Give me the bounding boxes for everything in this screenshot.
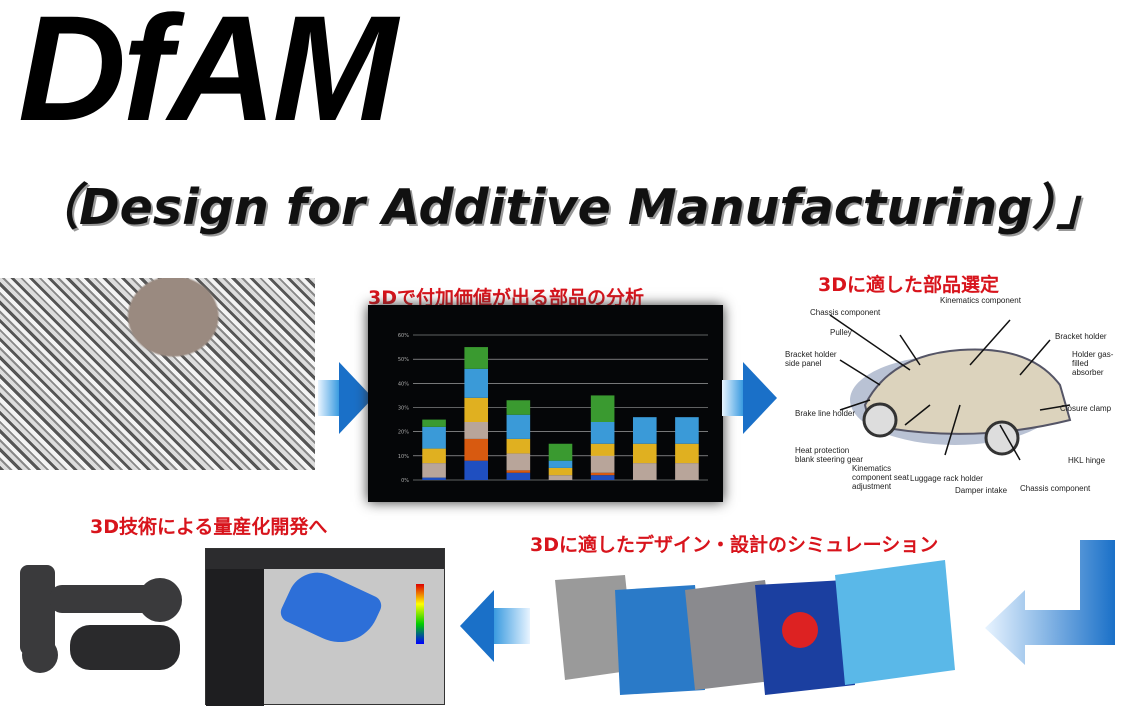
y-tick-label: 50% [398, 357, 409, 363]
car-label: Pulley [830, 328, 852, 337]
bar-segment-blue [422, 477, 446, 480]
arrow-right-icon [318, 362, 373, 434]
bar-segment-yellow [632, 443, 657, 464]
y-tick-label: 20% [398, 430, 409, 436]
bar-segment-tan [548, 475, 573, 480]
main-title: DfAM [18, 0, 398, 152]
bar-segment-green [590, 395, 615, 422]
arrow-right-icon [722, 362, 777, 434]
car-label: Bracket holder side panel [785, 350, 837, 368]
bar-segment-lightblue [506, 414, 531, 439]
bar-segment-lightblue [590, 422, 615, 444]
car-label: Luggage rack holder [910, 474, 983, 483]
bar-segment-lightblue [675, 417, 699, 444]
car-label: Chassis component [810, 308, 881, 317]
car-label: Damper intake [955, 486, 1008, 495]
bar-segment-orange [506, 470, 531, 473]
bar-segment-tan [675, 463, 699, 480]
bar-segment-yellow [675, 443, 699, 464]
car-parts-photo [0, 278, 315, 470]
bar-segment-blue [590, 475, 615, 480]
bar-segment-blue [464, 460, 489, 480]
simulation-images [545, 560, 990, 702]
bar-segment-yellow [506, 438, 531, 454]
step-production-title: 3D技術による量産化開発へ [90, 516, 328, 538]
bar-segment-tan [464, 422, 489, 439]
stacked-bar-chart: 0% 10% 20% 30% 40% 50% 60% [368, 305, 723, 502]
y-tick-label: 10% [398, 454, 409, 460]
printed-parts-photo [0, 545, 200, 703]
y-tick-label: 40% [398, 381, 409, 387]
bar-segment-green [548, 443, 573, 461]
car-label: Brake line holder [795, 409, 856, 418]
bar-segment-blue [506, 472, 531, 480]
y-tick-label: 0% [401, 478, 409, 484]
car-label: Heat protection blank steering gear [795, 446, 864, 464]
bar-segment-tan [506, 453, 531, 471]
arrow-left-icon [460, 590, 530, 662]
bar-segment-lightblue [422, 426, 446, 449]
car-label: Chassis component [1020, 484, 1091, 493]
cad-software-screenshot [205, 548, 445, 706]
bar-segment-yellow [422, 448, 446, 464]
bar-segment-lightblue [632, 417, 657, 444]
car-label: Closure clamp [1060, 404, 1112, 413]
car-label: Kinematics component seat adjustment [852, 464, 909, 491]
step-selection-title: 3Dに適した部品選定 [818, 274, 999, 296]
bar-segment-lightblue [548, 460, 573, 468]
bar-segment-tan [590, 455, 615, 473]
bar-segment-orange [464, 438, 489, 461]
y-tick-label: 30% [398, 406, 409, 412]
car-label: Bracket holder [1055, 332, 1107, 341]
bar-segment-yellow [548, 467, 573, 476]
car-label: Kinematics component [940, 296, 1021, 305]
step-analysis-title: 3Dで付加価値が出る部品の分析 [368, 287, 644, 309]
subtitle: （Design for Additive Manufacturing）」 [30, 179, 1106, 236]
y-tick-label: 60% [398, 333, 409, 339]
bar-segment-green [464, 347, 489, 369]
bar-segment-yellow [590, 443, 615, 456]
bar-segment-green [422, 419, 446, 427]
bar-segment-orange [590, 472, 615, 476]
car-label: HKL hinge [1068, 456, 1106, 465]
bar-segment-lightblue [464, 368, 489, 398]
bar-segment-tan [422, 463, 446, 478]
step-simulation-title: 3Dに適したデザイン・設計のシミュレーション [530, 534, 939, 556]
corner-arrow-icon [985, 540, 1124, 665]
bar-segment-yellow [464, 397, 489, 422]
bar-segment-green [506, 400, 531, 415]
car-label: Holder gas-filled absorber [1072, 350, 1114, 377]
bar-segment-tan [632, 463, 657, 480]
car-component-diagram: Chassis component Kinematics component P… [770, 295, 1124, 500]
